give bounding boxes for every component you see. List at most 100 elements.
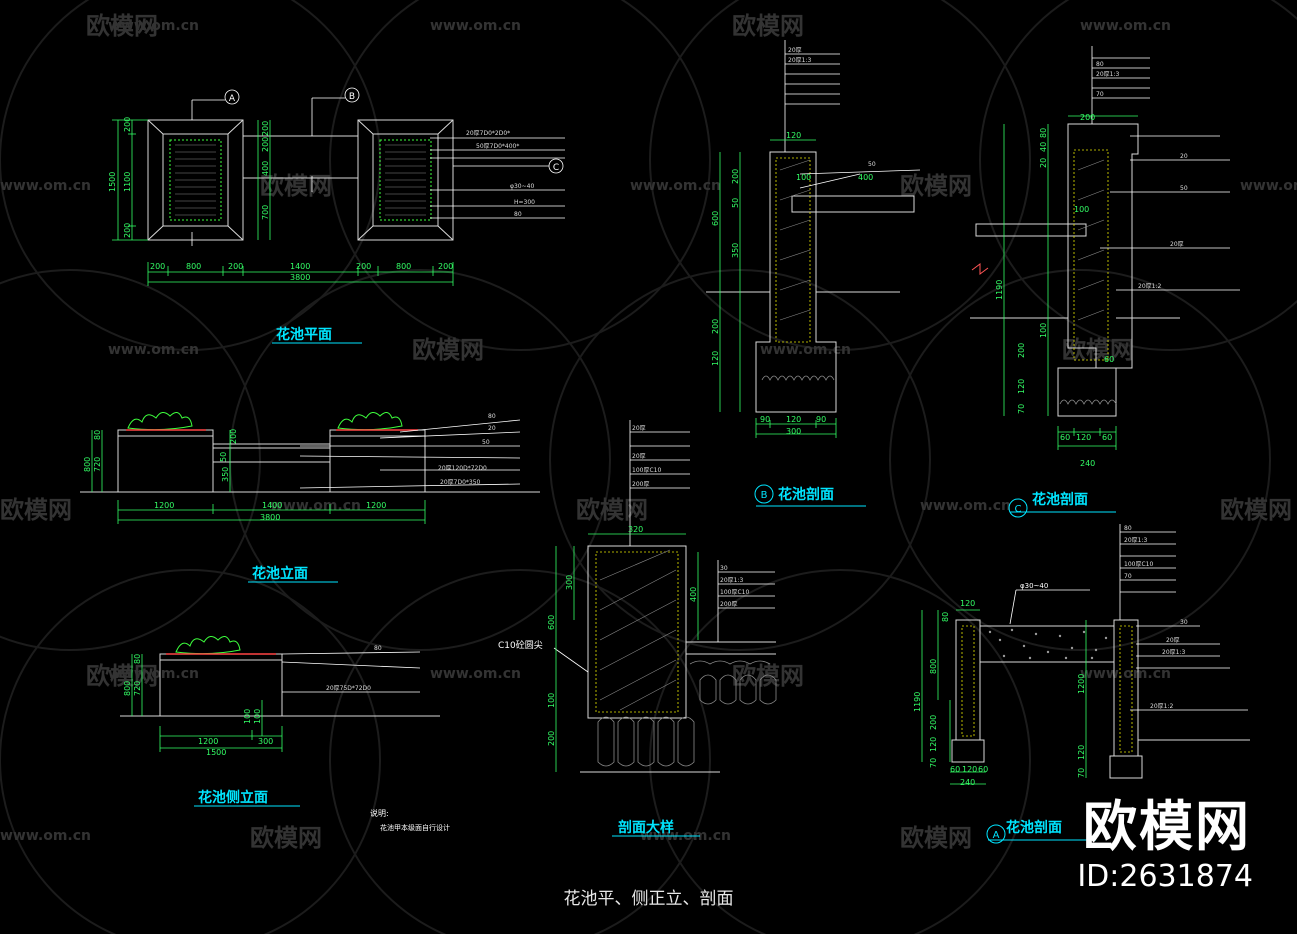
watermark-brand: 欧模网: [1083, 795, 1251, 858]
plan-dim-ltotal: 1500: [108, 172, 117, 192]
watermark-url: www.om.cn: [270, 498, 361, 514]
secb-dim-l3: 50: [731, 198, 740, 208]
detail-note-5: 30: [720, 565, 728, 572]
secc-dim-l3: 40: [1039, 142, 1048, 152]
side-note-2: 20厚75D*72D0: [326, 685, 371, 692]
plant-left: [127, 412, 193, 431]
secc-dim-b2: 120: [1076, 433, 1091, 442]
plant-side: [175, 636, 241, 655]
plan-dim-b3: 200: [228, 262, 243, 271]
secc-dim-l8: 120: [1017, 379, 1026, 394]
secc-dim-m1: 100: [1074, 205, 1089, 214]
watermark-arc: [979, 0, 1297, 351]
watermark-url: www.om.cn: [1080, 666, 1171, 682]
section-b-title-marker: [754, 484, 774, 504]
section-marker-a: [224, 89, 240, 105]
secc-note-2: 20厚1:3: [1096, 71, 1119, 78]
secc-dim-l7: 70: [1017, 404, 1026, 414]
watermark-logo: 欧模网: [576, 496, 648, 524]
secb-dim-top: 120: [786, 131, 801, 140]
secc-dim-l6: 200: [1017, 343, 1026, 358]
section-marker-b: [344, 87, 360, 103]
elevation-bench: [212, 443, 331, 463]
detail-note-4: 200厚: [632, 481, 649, 488]
elev-dim-l2: 720: [93, 457, 102, 472]
side-dim-r2: 100: [253, 709, 262, 724]
secc-note-6: 20厚: [1170, 241, 1184, 248]
elev-dim-m3: 350: [221, 467, 230, 482]
plan-dim-b4: 1400: [290, 262, 310, 271]
seca-note-7: 20厚1:3: [1162, 649, 1185, 656]
secc-note-4: 20: [1180, 153, 1188, 160]
planter-right-inner: [372, 133, 439, 227]
secb-dim-b3: 90: [816, 415, 826, 424]
elevation-right-planter: [329, 429, 426, 493]
section-a-title-marker: [986, 824, 1006, 844]
side-dim-total: 1500: [206, 748, 226, 757]
side-remark: 花池甲本级面自行设计: [380, 823, 450, 832]
plan-note-1: 20厚7D0*2D0*: [466, 130, 510, 137]
section-b-view: 20厚 20厚1:3 50 120 600 200 50 350 200 120…: [706, 40, 921, 507]
secb-note-1: 20厚: [788, 47, 802, 54]
detail-title: 剖面大样: [618, 819, 674, 836]
elev-note-5: 20厚7D0*350: [440, 479, 481, 486]
detail-dim-m1: 400: [689, 587, 698, 602]
plan-dim-b6: 800: [396, 262, 411, 271]
marker-b-label: B: [349, 92, 355, 102]
seca-dim-l3: 80: [941, 612, 950, 622]
seca-note-1: 80: [1124, 525, 1132, 532]
secc-dim-l5: 100: [1039, 323, 1048, 338]
side-elevation-view: 80 20厚75D*72D0 1200 300 1500 80 720 800 …: [120, 636, 450, 832]
plan-dim-l2: 1100: [123, 172, 132, 192]
section-c-view: 80 20厚1:3 70 20 50 20厚 20厚1:2 200 1190 2…: [970, 46, 1240, 518]
plan-view: A B C 20厚7D0*2D0* 50厚7D0*400* φ30~40 H=3…: [108, 87, 565, 344]
watermark-url: www.om.cn: [108, 18, 199, 34]
plan-dim-m2: 200: [261, 137, 270, 152]
secb-note-3: 50: [868, 161, 876, 168]
secb-dim-b2: 120: [786, 415, 801, 424]
planter-left-inner: [162, 133, 229, 227]
watermark-url: www.om.cn: [108, 666, 199, 682]
section-a-view: φ30~40 80 20厚1:3 100厚C10 70 30 20厚 20厚1:…: [913, 524, 1250, 844]
plan-note-5: 80: [514, 211, 522, 218]
planter-left-outer: [147, 119, 244, 241]
seca-dim-l1: 1190: [913, 692, 922, 712]
elev-dim-total: 3800: [260, 513, 280, 522]
watermark-arc: [0, 569, 381, 934]
planter-right-outer: [357, 119, 454, 241]
section-a-title: 花池剖面: [1006, 819, 1062, 836]
watermark-arc: [889, 269, 1271, 651]
secc-dim-b1: 60: [1060, 433, 1070, 442]
watermark-url: www.om.cn: [630, 178, 721, 194]
seca-dim-l5: 200: [929, 715, 938, 730]
watermark-logo: 欧模网: [86, 12, 158, 40]
seca-dim-b1: 60: [950, 765, 960, 774]
elevation-left-planter: [117, 429, 214, 493]
elev-dim-m2: 50: [219, 452, 228, 462]
seca-note-3: 100厚C10: [1124, 561, 1153, 568]
section-a-title-marker-label: A: [993, 830, 1000, 841]
plan-note-3: φ30~40: [510, 183, 534, 190]
seca-dim-b3: 60: [978, 765, 988, 774]
watermark-logo: 欧模网: [0, 496, 72, 524]
plan-dim-b5: 200: [356, 262, 371, 271]
elev-note-3: 50: [482, 439, 490, 446]
section-a-stone-label: φ30~40: [1020, 582, 1048, 590]
section-a-right-wall: [1113, 619, 1139, 757]
plan-dim-m3: 400: [261, 161, 270, 176]
watermark-arc: [0, 269, 261, 651]
secb-dim-l4: 350: [731, 243, 740, 258]
detail-note-7: 100厚C10: [720, 589, 749, 596]
detail-view: 20厚 20厚 100厚C10 200厚 30 20厚1:3 100厚C10 2…: [498, 420, 777, 837]
seca-dim-l4: 120: [929, 737, 938, 752]
secb-dim-l5: 200: [711, 319, 720, 334]
watermark-id: ID:2631874: [1077, 859, 1253, 894]
section-a-left-wall: [955, 619, 981, 741]
plan-dim-l3: 200: [123, 223, 132, 238]
plan-dim-b1: 200: [150, 262, 165, 271]
marker-a-label: A: [229, 94, 236, 104]
elev-note-2: 20: [488, 425, 496, 432]
watermark-logo: 欧模网: [900, 172, 972, 200]
